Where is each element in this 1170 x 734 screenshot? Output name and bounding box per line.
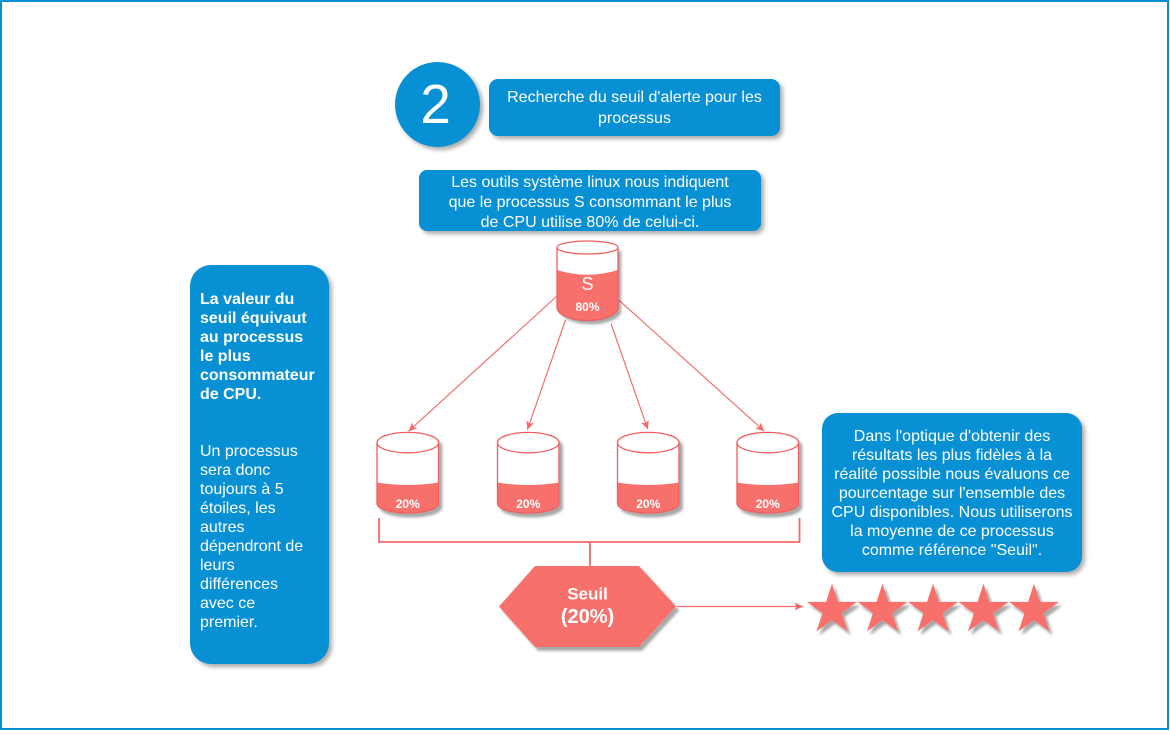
svg-text:S: S [581, 274, 593, 294]
svg-text:(20%): (20%) [561, 606, 614, 628]
svg-text:80%: 80% [575, 300, 599, 314]
svg-text:Seuil: Seuil [567, 585, 608, 604]
